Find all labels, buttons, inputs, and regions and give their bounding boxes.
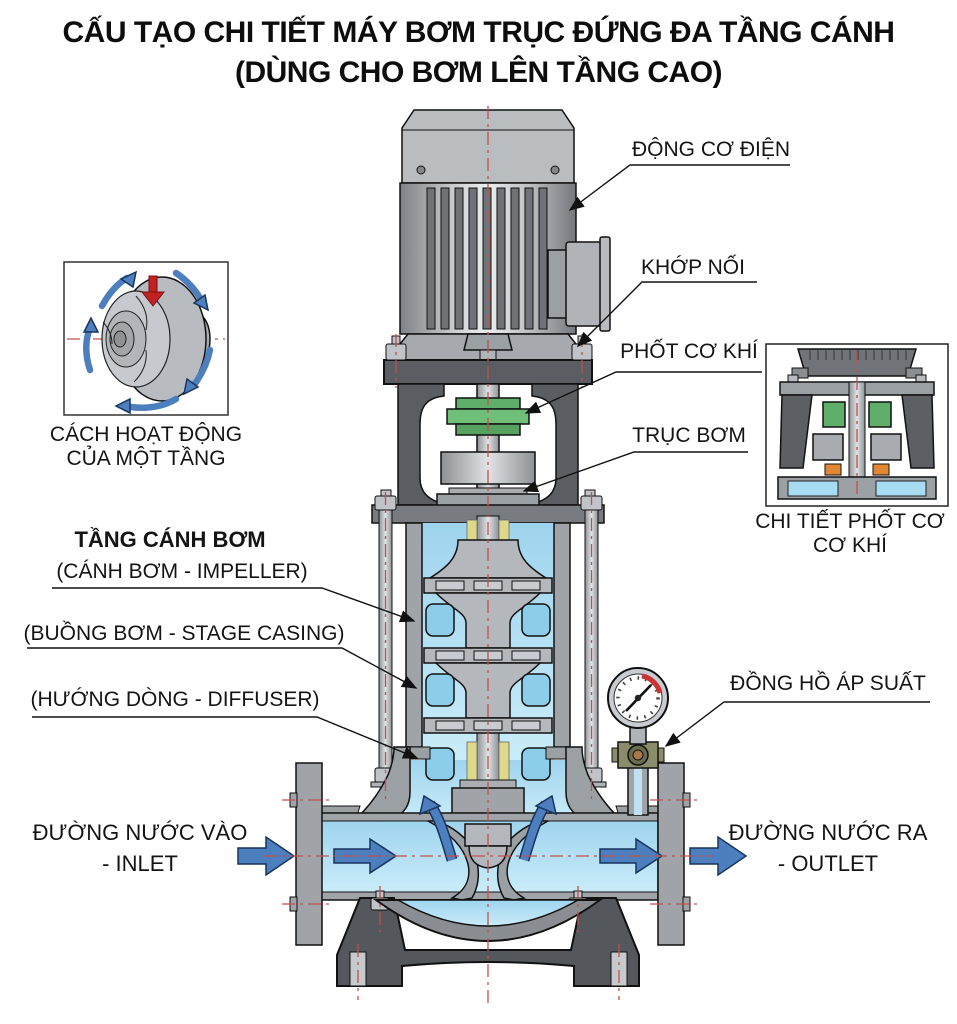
- detail-seal-green: [822, 401, 846, 428]
- inset-seal-caption-line1: CHI TIẾT PHỐT CƠ: [755, 510, 945, 533]
- motor-cap-screw: [550, 165, 560, 175]
- leader-mechanical-seal: [524, 371, 762, 414]
- rotation-down-arrow: [140, 275, 166, 307]
- diffuser-window: [521, 747, 551, 781]
- inlet-label: ĐƯỜNG NƯỚC VÀO - INLET: [30, 817, 250, 879]
- diffuser-window: [425, 603, 455, 637]
- callout-stage-casing: (BUỒNG BƠM - STAGE CASING): [23, 622, 345, 645]
- outlet-label-line1: ĐƯỜNG NƯỚC RA: [728, 820, 928, 845]
- stage-casing-wall: [405, 522, 423, 748]
- stage-casing-wall: [553, 522, 571, 748]
- gauge-red-zone: [641, 673, 663, 694]
- leader-impeller: [52, 587, 416, 623]
- inset-impeller-caption: CÁCH HOẠT ĐỘNG CỦA MỘT TẦNG: [48, 423, 244, 471]
- callout-pump-shaft: TRỤC BƠM: [632, 424, 746, 447]
- rotation-arrows: [82, 269, 214, 415]
- leader-motor: [568, 164, 790, 211]
- callout-coupling: KHỚP NỐI: [641, 256, 745, 279]
- detail-seal-green: [868, 401, 892, 428]
- inlet-flange: [289, 762, 323, 946]
- leader-pressure-gauge: [664, 701, 930, 747]
- inset-seal-detail: [765, 343, 949, 507]
- page-title-line1: CẤU TẠO CHI TIẾT MÁY BƠM TRỤC ĐỨNG ĐA TẦ…: [62, 16, 895, 49]
- outlet-flange: [657, 762, 691, 946]
- diffuser-window: [425, 747, 455, 781]
- outlet-flow-arrow: [689, 835, 748, 877]
- volute-section: [289, 762, 691, 987]
- inset-seal-caption: CHI TIẾT PHỐT CƠ CƠ KHÍ: [752, 510, 948, 558]
- callout-pressure-gauge: ĐỒNG HỒ ÁP SUẤT: [730, 672, 926, 695]
- callout-impeller: (CÁNH BƠM - IMPELLER): [56, 560, 308, 583]
- pressure-gauge: [607, 667, 669, 816]
- leader-diffuser: [32, 716, 419, 759]
- diffuser-window: [425, 673, 455, 707]
- leader-stage-casing: [27, 647, 418, 689]
- electric-motor: [383, 109, 611, 385]
- diffuser-window: [521, 673, 551, 707]
- inset-impeller-caption-line1: CÁCH HOẠT ĐỘNG: [49, 423, 243, 446]
- centerlines: [264, 106, 712, 1008]
- detail-seal-orange: [824, 463, 842, 476]
- inlet-label-line1: ĐƯỜNG NƯỚC VÀO: [32, 820, 248, 845]
- detail-seal-orange: [872, 463, 890, 476]
- terminal-box: [547, 236, 611, 332]
- inset-seal-caption-line2: CƠ KHÍ: [812, 534, 887, 557]
- inset-impeller: [63, 261, 229, 416]
- motor-cooling-fins: [426, 187, 548, 330]
- leader-coupling: [576, 281, 757, 348]
- leader-pump-shaft: [522, 451, 748, 493]
- flow-arrows: [237, 794, 748, 877]
- callout-diffuser: (HƯỚNG DÒNG - DIFFUSER): [30, 688, 320, 711]
- impeller-stage-3: [423, 717, 553, 781]
- page-title-line2: (DÙNG CHO BƠM LÊN TẦNG CAO): [234, 56, 723, 89]
- upflow-arrow: [534, 794, 558, 816]
- base-pedestal: [336, 897, 640, 987]
- callout-stage-heading: TẦNG CÁNH BƠM: [74, 527, 266, 552]
- outlet-label-line2: - OUTLET: [777, 851, 879, 876]
- motor-cap-screw: [416, 165, 426, 175]
- callout-motor: ĐỘNG CƠ ĐIỆN: [631, 138, 790, 161]
- upflow-arrow: [418, 794, 442, 816]
- outlet-label: ĐƯỜNG NƯỚC RA - OUTLET: [728, 817, 928, 879]
- inlet-label-line2: - INLET: [102, 851, 178, 876]
- diffuser-window: [521, 603, 551, 637]
- pipe-flow-arrow: [333, 837, 398, 875]
- inset-impeller-caption-line2: CỦA MỘT TẦNG: [66, 447, 226, 470]
- callout-mechanical-seal: PHỐT CƠ KHÍ: [620, 340, 758, 363]
- callout-leaders: [27, 164, 930, 759]
